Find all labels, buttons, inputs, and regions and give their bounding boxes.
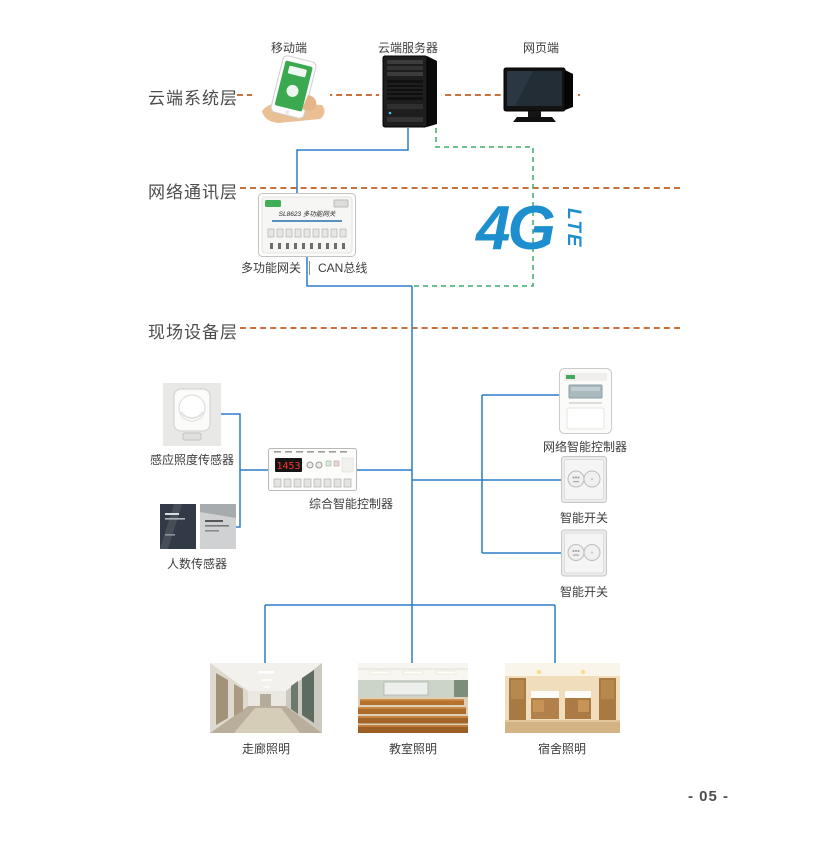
monitor-icon: [503, 67, 578, 125]
web-label: 网页端: [522, 41, 560, 55]
cloud-server-image: [379, 53, 441, 128]
network-controller-label: 网络智能控制器: [542, 440, 628, 454]
cloud-layer-label: 云端系统层: [148, 89, 238, 108]
gateway-device-text: SL8623 多功能网关: [279, 210, 336, 218]
line-server-to-gateway: [296, 127, 409, 193]
line-bus-to-right-devices: [412, 394, 561, 554]
line-server-4g-dashed: [414, 128, 534, 287]
smart-switch-1-label: 智能开关: [559, 511, 609, 525]
people-sensor-image: [160, 504, 236, 549]
dorm-label: 宿舍照明: [537, 742, 587, 756]
gateway-image: SL8623 多功能网关: [258, 193, 356, 257]
classroom-label: 教室照明: [388, 742, 438, 756]
controller-label: 综合智能控制器: [308, 497, 394, 511]
smart-switch-2-label: 智能开关: [559, 585, 609, 599]
lux-sensor-label: 感应照度传感器: [149, 453, 235, 467]
web-monitor-image: [503, 67, 578, 125]
network-controller-icon: [559, 368, 612, 434]
4g-lte-logo: 4G LTE: [476, 198, 596, 274]
corridor-photo: [210, 663, 322, 733]
network-controller-image: [559, 368, 612, 434]
page-number: - 05 -: [688, 788, 730, 805]
field-layer-label: 现场设备层: [148, 323, 238, 342]
lux-sensor-image: [163, 383, 221, 446]
can-bus-label: CAN总线: [318, 261, 368, 275]
controller-image: 1453: [268, 448, 357, 491]
line-bus-to-scenes: [264, 604, 556, 663]
mobile-phone-image: [252, 55, 330, 123]
gateway-label: 多功能网关: [241, 261, 302, 275]
lux-sensor-icon: [163, 383, 221, 446]
server-label: 云端服务器: [377, 41, 439, 55]
network-layer-label: 网络通讯层: [148, 183, 238, 202]
smart-switch-icon: [561, 456, 607, 503]
smart-switch-icon: [561, 529, 607, 577]
lte-text: LTE: [563, 208, 584, 249]
controller-display: 1453: [276, 461, 300, 472]
corridor-label: 走廊照明: [241, 742, 291, 756]
gateway-caption: 多功能网关 CAN总线: [241, 259, 367, 276]
4g-text: 4G: [476, 194, 556, 263]
network-layer-divider: [240, 187, 680, 189]
line-controller-to-sensors: [221, 413, 268, 528]
classroom-photo: [358, 663, 468, 733]
mobile-label: 移动端: [270, 41, 308, 55]
smart-switch-2-image: [561, 529, 607, 577]
people-sensor-icon: [160, 504, 236, 549]
server-tower-icon: [379, 53, 441, 128]
dorm-scene-icon: [505, 663, 620, 733]
people-sensor-label: 人数传感器: [166, 557, 228, 571]
gateway-device-icon: SL8623 多功能网关: [258, 193, 356, 257]
phone-icon: [252, 55, 330, 123]
smart-switch-1-image: [561, 456, 607, 503]
field-layer-divider: [240, 327, 680, 329]
controller-device-icon: 1453: [268, 448, 357, 491]
classroom-scene-icon: [358, 663, 468, 733]
corridor-scene-icon: [210, 663, 322, 733]
line-gateway-to-bus: [306, 257, 412, 287]
dorm-photo: [505, 663, 620, 733]
caption-divider: [309, 260, 311, 275]
